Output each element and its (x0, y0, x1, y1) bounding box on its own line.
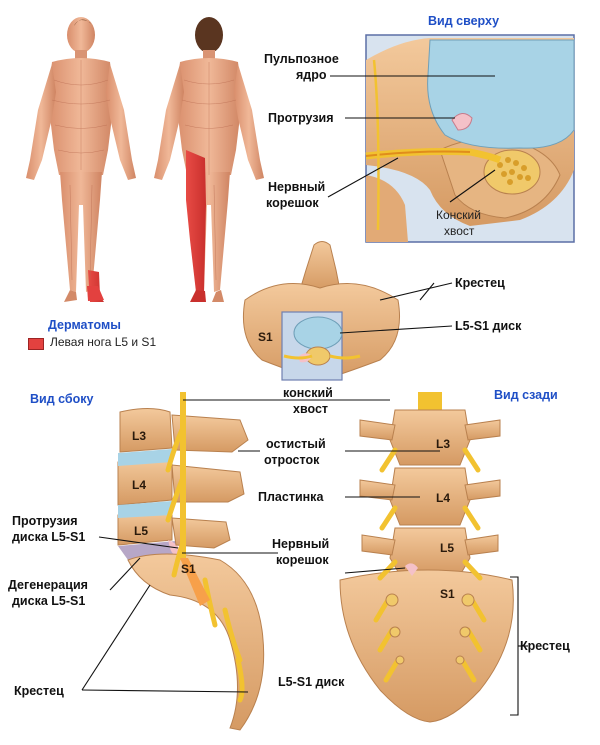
vertebra-l4-side: L4 (132, 478, 147, 492)
label-cauda-2: хвост (293, 402, 329, 416)
label-degeneration-2: диска L5-S1 (12, 594, 86, 608)
vertebra-s1-side: S1 (181, 562, 196, 576)
label-protrusion-side-2: диска L5-S1 (12, 530, 86, 544)
label-spinous-2: отросток (264, 453, 320, 467)
label-root-mid-1: Нервный (272, 537, 330, 551)
label-cauda-top-1: Конский (436, 208, 481, 222)
label-sacrum-top: Крестец (455, 276, 505, 290)
label-cauda-top-2: хвост (444, 224, 475, 238)
view-title-top: Вид сверху (428, 14, 500, 28)
label-disc-bottom: L5-S1 диск (278, 675, 345, 689)
label-nucleus-2: ядро (296, 68, 327, 82)
back-view-spine (339, 392, 514, 723)
body-back (154, 17, 264, 302)
vertebra-l5-side: L5 (134, 524, 149, 538)
vertebra-s1-back: S1 (440, 587, 455, 601)
body-front (26, 17, 136, 302)
label-protrusion-side-1: Протрузия (12, 514, 78, 528)
label-protrusion: Протрузия (268, 111, 334, 125)
label-degeneration-1: Дегенерация (8, 578, 88, 592)
vertebra-l3-side: L3 (132, 429, 147, 443)
view-title-side: Вид сбоку (30, 392, 94, 406)
legend-label: Левая нога L5 и S1 (50, 335, 157, 349)
dermatomes-title: Дерматомы (48, 318, 121, 332)
sacrum-top-view (242, 241, 401, 381)
label-disc-top: L5-S1 диск (455, 319, 522, 333)
vertebra-l3-back: L3 (436, 437, 451, 451)
label-root-2: корешок (266, 196, 319, 210)
label-s1-top: S1 (258, 330, 273, 344)
label-spinous-1: остистый (266, 437, 326, 451)
side-view-spine (117, 392, 265, 731)
vertebra-l5-back: L5 (440, 541, 455, 555)
label-cauda-1: конский (283, 386, 333, 400)
label-root-1: Нервный (268, 180, 326, 194)
view-title-back: Вид сзади (494, 388, 558, 402)
label-sacrum-back: Крестец (520, 639, 570, 653)
label-nucleus-1: Пульпозное (264, 52, 339, 66)
leader-lines (81, 75, 528, 716)
legend-swatch (28, 338, 44, 350)
label-root-mid-2: корешок (276, 553, 329, 567)
vertebra-l4-back: L4 (436, 491, 451, 505)
top-view-inset (365, 34, 575, 243)
label-sacrum-side: Крестец (14, 684, 64, 698)
label-lamina: Пластинка (258, 490, 324, 504)
